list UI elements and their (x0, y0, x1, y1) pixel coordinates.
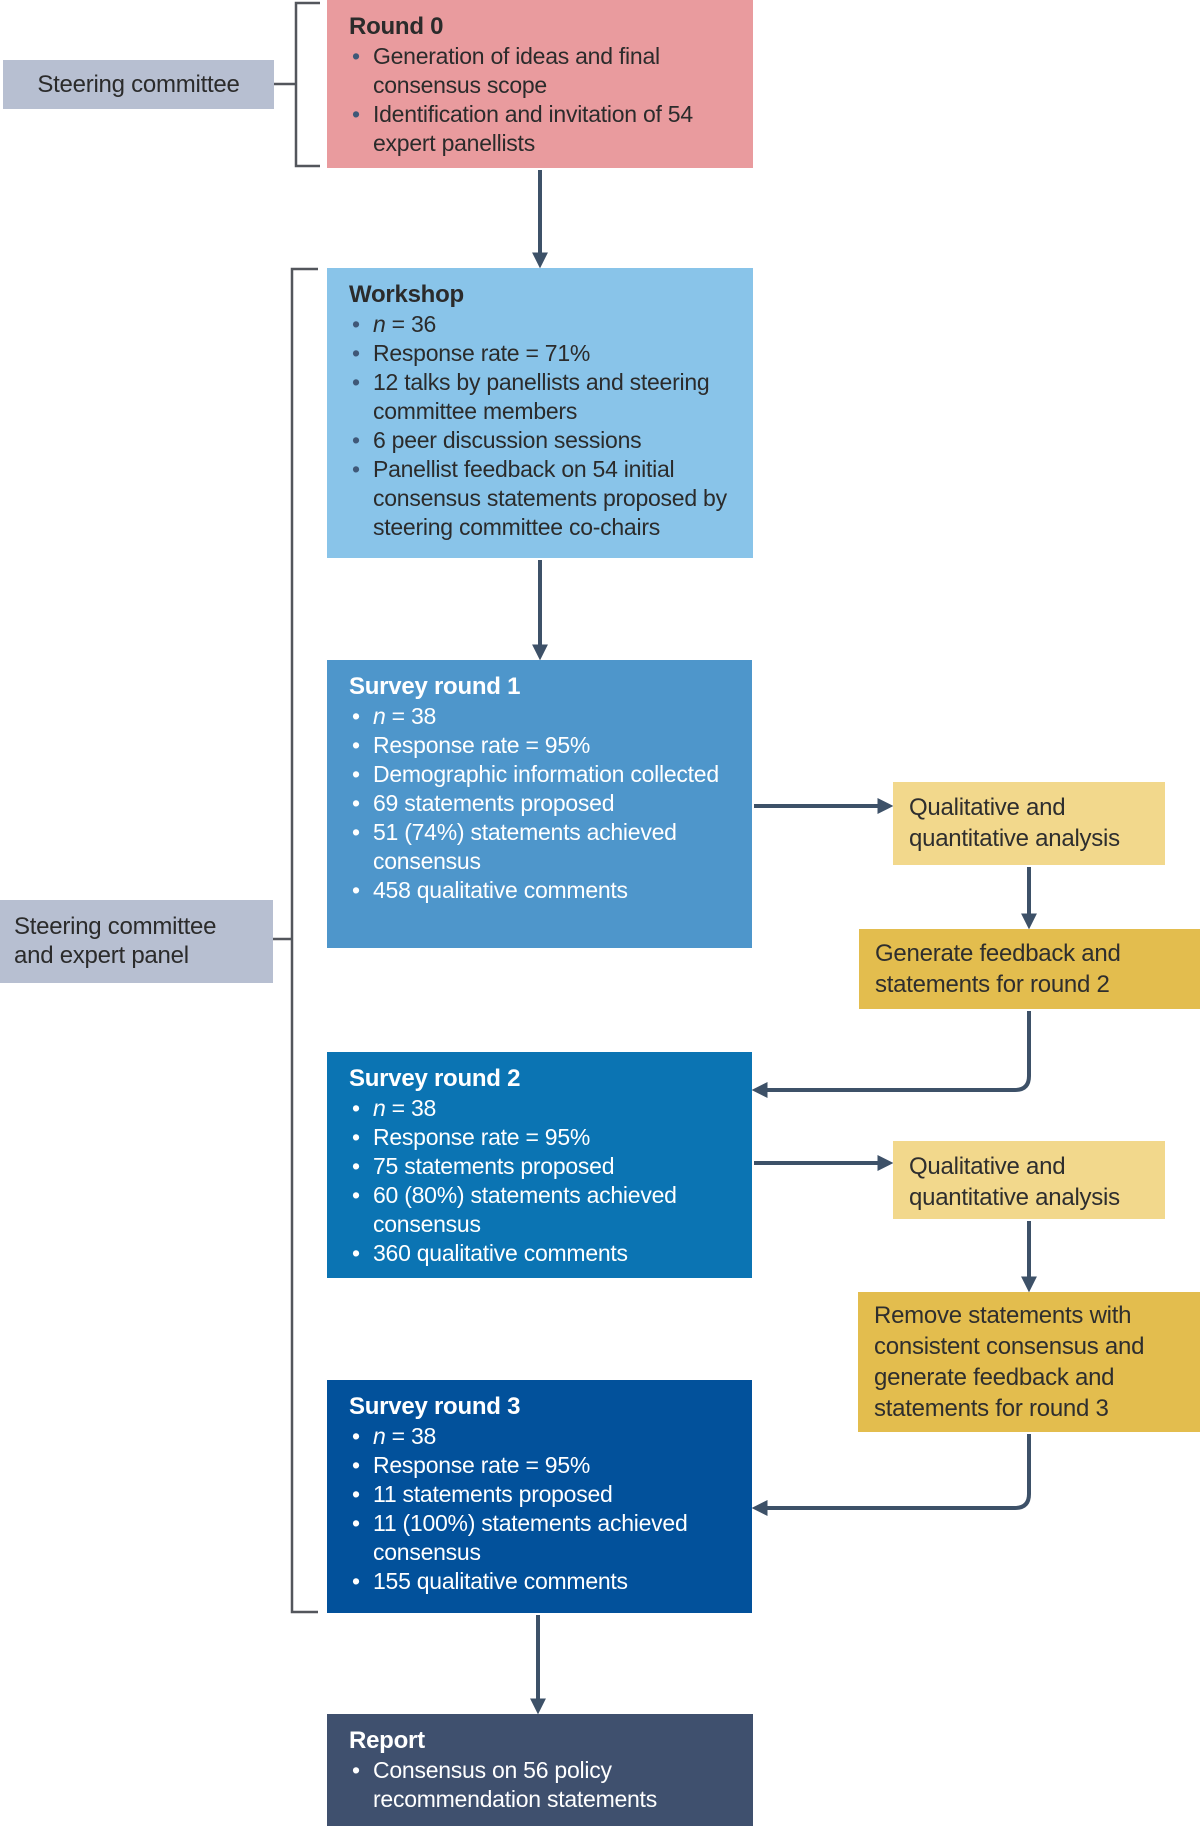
bullet-list: Generation of ideas and final consensus … (349, 42, 747, 158)
bullet-item: 11 statements proposed (349, 1480, 746, 1509)
bullet-item: Response rate = 95% (349, 1123, 746, 1152)
arrow-feedback3-to-survey3 (751, 1434, 1031, 1516)
box-workshop: Workshop n = 36 Response rate = 71% 12 t… (327, 268, 753, 558)
box-survey-round-2: Survey round 2 n = 38 Response rate = 95… (327, 1052, 752, 1278)
box-title: Workshop (349, 281, 464, 308)
box-survey-round-1: Survey round 1 n = 38 Response rate = 95… (327, 660, 752, 948)
bullet-item: 6 peer discussion sessions (349, 426, 747, 455)
bullet-item: n = 36 (349, 310, 747, 339)
bullet-item: 12 talks by panellists and steering comm… (349, 368, 747, 426)
box-title: Survey round 3 (349, 1393, 521, 1420)
box-survey-round-3: Survey round 3 n = 38 Response rate = 95… (327, 1380, 752, 1613)
bullet-item: Response rate = 71% (349, 339, 747, 368)
bullet-item: 69 statements proposed (349, 789, 746, 818)
bullet-list: n = 38 Response rate = 95% 75 statements… (349, 1094, 746, 1268)
bullet-item: Response rate = 95% (349, 1451, 746, 1480)
bullet-item: 360 qualitative comments (349, 1239, 746, 1268)
box-analysis-1: Qualitative and quantitative analysis (893, 782, 1165, 865)
bullet-item: Generation of ideas and final consensus … (349, 42, 747, 100)
bullet-list: Consensus on 56 policy recommendation st… (349, 1756, 747, 1814)
bullet-item: 60 (80%) statements achieved consensus (349, 1181, 746, 1239)
bullet-list: n = 36 Response rate = 71% 12 talks by p… (349, 310, 747, 542)
bullet-list: n = 38 Response rate = 95% 11 statements… (349, 1422, 746, 1596)
box-title: Report (349, 1727, 425, 1754)
box-report: Report Consensus on 56 policy recommenda… (327, 1714, 753, 1826)
box-title: Round 0 (349, 13, 444, 40)
bullet-item: Identification and invitation of 54 expe… (349, 100, 747, 158)
bullet-item: Consensus on 56 policy recommendation st… (349, 1756, 747, 1814)
arrow-feedback2-to-survey2 (751, 1011, 1031, 1098)
bullet-item: n = 38 (349, 702, 746, 731)
box-round-0: Round 0 Generation of ideas and final co… (327, 0, 753, 168)
box-title: Survey round 2 (349, 1065, 521, 1092)
bullet-list: n = 38 Response rate = 95% Demographic i… (349, 702, 746, 905)
bullet-item: 51 (74%) statements achieved consensus (349, 818, 746, 876)
bracket-expert-panel (290, 267, 318, 1614)
bullet-item: Demographic information collected (349, 760, 746, 789)
bullet-item: n = 38 (349, 1094, 746, 1123)
bullet-item: 155 qualitative comments (349, 1567, 746, 1596)
box-title: Survey round 1 (349, 673, 521, 700)
bullet-item: Panellist feedback on 54 initial consens… (349, 455, 747, 542)
label-steering-committee-expert-panel: Steering committee and expert panel (0, 900, 273, 983)
bullet-item: Response rate = 95% (349, 731, 746, 760)
bullet-item: 458 qualitative comments (349, 876, 746, 905)
label-steering-committee: Steering committee (3, 60, 274, 109)
bullet-item: n = 38 (349, 1422, 746, 1451)
bullet-item: 11 (100%) statements achieved consensus (349, 1509, 746, 1567)
box-analysis-2: Qualitative and quantitative analysis (893, 1141, 1165, 1219)
box-remove-statements-round-3: Remove statements with consistent consen… (858, 1292, 1200, 1432)
bracket-steering-committee (294, 1, 320, 168)
box-generate-feedback-round-2: Generate feedback and statements for rou… (859, 929, 1200, 1009)
bullet-item: 75 statements proposed (349, 1152, 746, 1181)
